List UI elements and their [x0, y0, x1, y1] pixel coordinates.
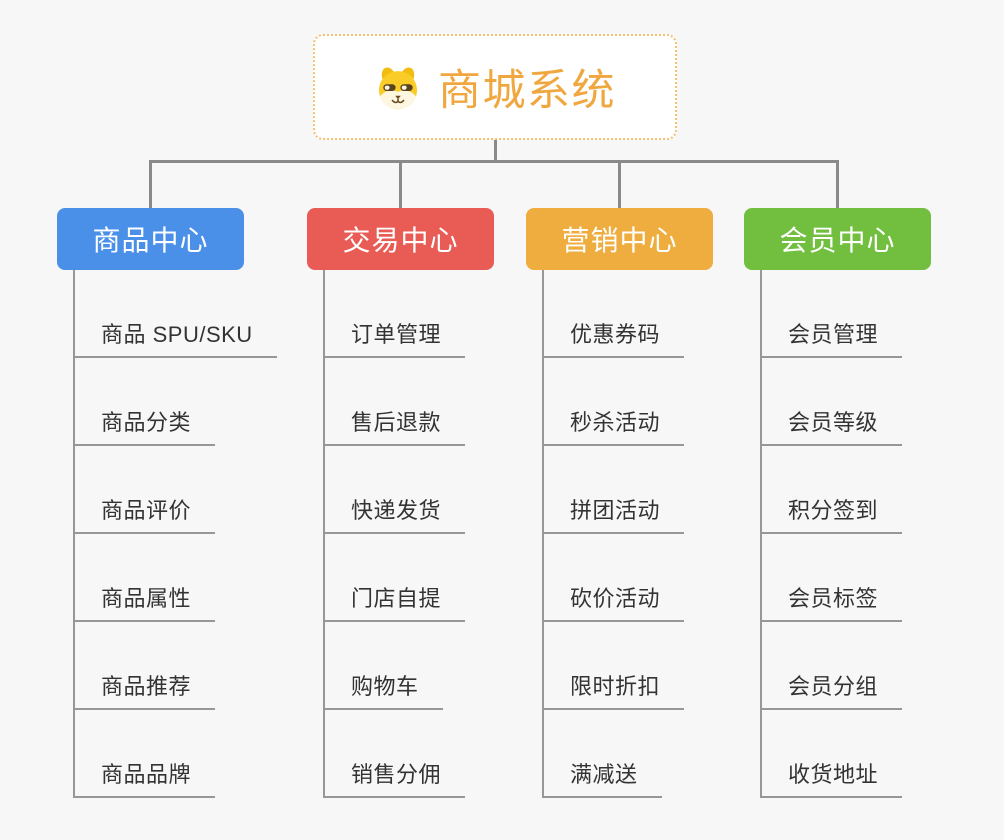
- leaf-label[interactable]: 满减送: [542, 757, 662, 798]
- branch-children: 会员管理会员等级积分签到会员标签会员分组收货地址: [760, 270, 931, 798]
- leaf-label[interactable]: 会员标签: [760, 581, 903, 622]
- leaf-node: 会员标签: [760, 534, 931, 622]
- connector-root-stub: [493, 140, 497, 163]
- leaf-label[interactable]: 商品属性: [73, 581, 216, 622]
- leaf-label[interactable]: 快递发货: [323, 493, 466, 534]
- root-node[interactable]: 商城系统: [313, 34, 677, 140]
- leaf-label[interactable]: 砍价活动: [542, 581, 685, 622]
- leaf-node: 会员等级: [760, 358, 931, 446]
- leaf-node: 销售分佣: [323, 710, 494, 798]
- branch-children: 优惠券码秒杀活动拼团活动砍价活动限时折扣满减送: [542, 270, 713, 798]
- leaf-label[interactable]: 拼团活动: [542, 493, 685, 534]
- leaf-node: 商品品牌: [73, 710, 277, 798]
- leaf-node: 商品推荐: [73, 622, 277, 710]
- leaf-label[interactable]: 会员管理: [760, 317, 903, 358]
- leaf-node: 收货地址: [760, 710, 931, 798]
- shiba-dog-icon: [374, 64, 422, 110]
- root-title: 商城系统: [438, 67, 616, 115]
- leaf-label[interactable]: 商品 SPU/SKU: [73, 317, 277, 358]
- connector-drop: [836, 160, 839, 208]
- branch: 会员中心会员管理会员等级积分签到会员标签会员分组收货地址: [744, 208, 931, 798]
- leaf-node: 满减送: [542, 710, 713, 798]
- leaf-node: 快递发货: [323, 446, 494, 534]
- leaf-node: 秒杀活动: [542, 358, 713, 446]
- leaf-label[interactable]: 商品分类: [73, 405, 216, 446]
- leaf-label[interactable]: 积分签到: [760, 493, 903, 534]
- branch-children: 商品 SPU/SKU 商品分类商品评价商品属性商品推荐商品品牌: [73, 270, 277, 798]
- leaf-node: 商品分类: [73, 358, 277, 446]
- leaf-node: 积分签到: [760, 446, 931, 534]
- leaf-label[interactable]: 门店自提: [323, 581, 466, 622]
- leaf-label[interactable]: 优惠券码: [542, 317, 685, 358]
- leaf-node: 拼团活动: [542, 446, 713, 534]
- branch-node[interactable]: 商品中心: [57, 208, 244, 270]
- leaf-node: 砍价活动: [542, 534, 713, 622]
- leaf-label[interactable]: 购物车: [323, 669, 443, 710]
- branch-node[interactable]: 营销中心: [526, 208, 713, 270]
- leaf-node: 会员管理: [760, 270, 931, 358]
- connector-bus: [149, 160, 839, 163]
- leaf-node: 商品 SPU/SKU: [73, 270, 277, 358]
- branch: 商品中心商品 SPU/SKU 商品分类商品评价商品属性商品推荐商品品牌: [57, 208, 277, 798]
- leaf-node: 限时折扣: [542, 622, 713, 710]
- branch: 营销中心优惠券码秒杀活动拼团活动砍价活动限时折扣满减送: [526, 208, 713, 798]
- connector-drop: [149, 160, 152, 208]
- leaf-label[interactable]: 商品品牌: [73, 757, 216, 798]
- leaf-label[interactable]: 商品推荐: [73, 669, 216, 710]
- leaf-label[interactable]: 售后退款: [323, 405, 466, 446]
- leaf-node: 门店自提: [323, 534, 494, 622]
- leaf-label[interactable]: 会员等级: [760, 405, 903, 446]
- leaf-label[interactable]: 秒杀活动: [542, 405, 685, 446]
- branch-node[interactable]: 会员中心: [744, 208, 931, 270]
- connector-drop: [399, 160, 402, 208]
- leaf-node: 购物车: [323, 622, 494, 710]
- branch: 交易中心订单管理售后退款快递发货门店自提购物车销售分佣: [307, 208, 494, 798]
- leaf-node: 商品评价: [73, 446, 277, 534]
- leaf-node: 订单管理: [323, 270, 494, 358]
- connector-drop: [618, 160, 621, 208]
- leaf-node: 会员分组: [760, 622, 931, 710]
- leaf-node: 优惠券码: [542, 270, 713, 358]
- branch-children: 订单管理售后退款快递发货门店自提购物车销售分佣: [323, 270, 494, 798]
- leaf-label[interactable]: 收货地址: [760, 757, 903, 798]
- branch-node[interactable]: 交易中心: [307, 208, 494, 270]
- leaf-node: 商品属性: [73, 534, 277, 622]
- leaf-label[interactable]: 订单管理: [323, 317, 466, 358]
- leaf-label[interactable]: 会员分组: [760, 669, 903, 710]
- leaf-node: 售后退款: [323, 358, 494, 446]
- leaf-label[interactable]: 销售分佣: [323, 757, 466, 798]
- leaf-label[interactable]: 商品评价: [73, 493, 216, 534]
- leaf-label[interactable]: 限时折扣: [542, 669, 685, 710]
